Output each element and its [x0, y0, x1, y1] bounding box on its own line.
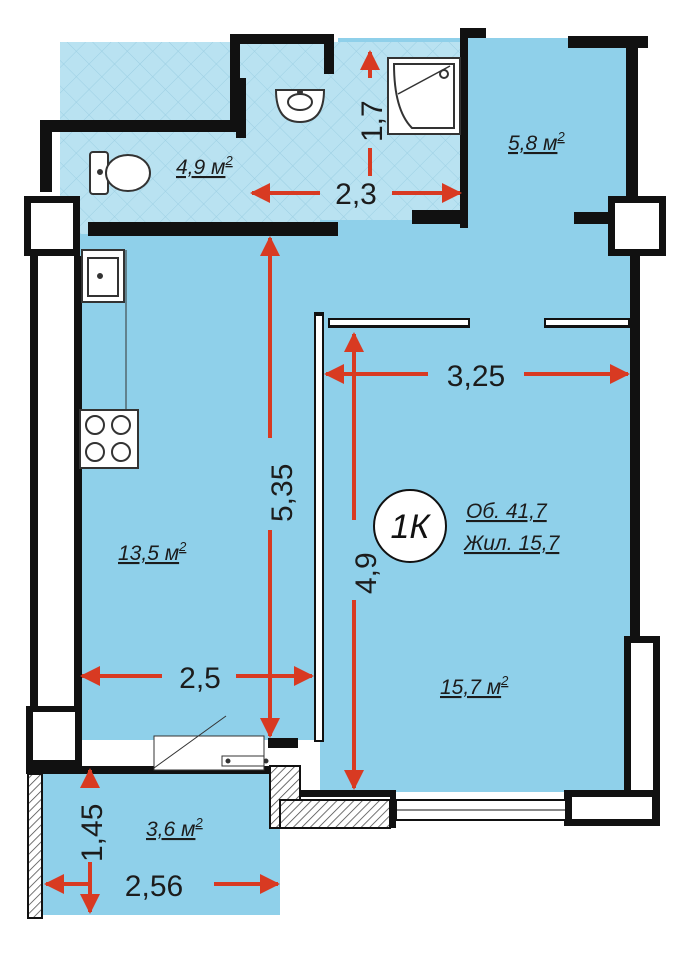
kitchen-length-label: 5,35 — [266, 464, 299, 522]
wall — [40, 120, 246, 132]
balcony-door — [153, 715, 269, 771]
wall — [630, 256, 640, 636]
dimension-arrows — [44, 50, 630, 914]
wall — [268, 738, 298, 748]
apartment-type-label: 1К — [391, 508, 432, 546]
wall — [40, 120, 52, 192]
wall-inner — [330, 320, 468, 325]
wall — [230, 34, 334, 44]
wall — [460, 28, 486, 38]
wall-inner — [546, 320, 628, 325]
balcony-wall — [279, 799, 391, 829]
walls — [24, 28, 666, 919]
corridor-floor — [330, 220, 630, 320]
bath-height-label: 1,7 — [356, 100, 389, 142]
wall — [574, 212, 610, 224]
wall-inner — [33, 712, 75, 760]
apartment-type-badge: 1К — [373, 489, 447, 563]
toilet-icon — [89, 151, 151, 195]
wall — [626, 40, 638, 200]
balcony-wall — [27, 773, 43, 919]
wall — [460, 28, 468, 228]
balcony-wall — [26, 766, 280, 774]
room-width-label: 3,25 — [447, 360, 505, 393]
kitchen-area: 13,5 м2 — [118, 539, 187, 565]
balcony-floor — [40, 773, 280, 915]
kitchen-floor — [80, 234, 320, 740]
wall — [236, 78, 246, 138]
wall-inner — [316, 316, 322, 740]
wall-inner — [572, 797, 652, 819]
room-length-label: 4,9 — [350, 552, 383, 594]
bath-width-label: 2,3 — [335, 178, 377, 211]
wall — [74, 256, 82, 706]
kitchen-sink-icon — [81, 249, 125, 303]
wall — [230, 34, 240, 120]
wall — [412, 210, 468, 224]
balcony-area: 3,6 м2 — [146, 815, 203, 841]
wall — [88, 222, 338, 236]
wall-inner — [631, 643, 653, 795]
wall-inner — [615, 203, 659, 249]
total-area-label: Об. 41,7 — [466, 500, 548, 523]
wall — [330, 222, 338, 236]
hall-area: 5,8 м2 — [508, 129, 565, 155]
sink-icon — [274, 89, 326, 124]
wall — [324, 34, 334, 74]
wall — [30, 256, 38, 706]
balcony-width-label: 2,56 — [125, 870, 183, 903]
wall-inner — [31, 203, 73, 249]
shower-icon — [387, 57, 461, 135]
stove-icon — [79, 409, 139, 469]
kitchen-width-label: 2,5 — [179, 662, 221, 695]
bathroom-area: 4,9 м2 — [176, 153, 233, 179]
balcony-depth-label: 1,45 — [76, 804, 109, 862]
bedroom-area: 15,7 м2 — [440, 673, 509, 699]
living-area-label: Жил. 15,7 — [463, 532, 561, 555]
